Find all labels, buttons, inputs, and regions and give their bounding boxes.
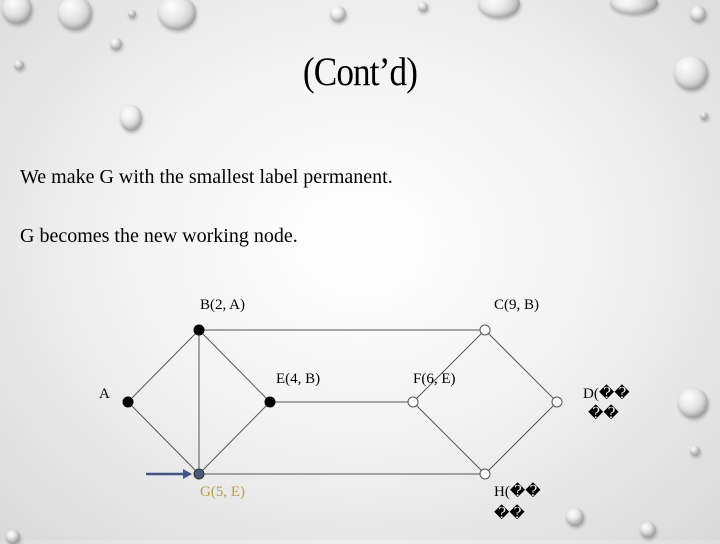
edge-a-g bbox=[128, 402, 199, 474]
node-h bbox=[480, 469, 490, 479]
node-d bbox=[552, 397, 562, 407]
edge-f-c bbox=[413, 330, 485, 402]
edge-e-g bbox=[199, 402, 270, 474]
node-label-g: G(5, E) bbox=[200, 484, 245, 500]
node-label-a: A bbox=[99, 386, 110, 402]
node-e bbox=[265, 397, 275, 407]
node-label-f: F(6, E) bbox=[413, 371, 456, 387]
node-c bbox=[480, 325, 490, 335]
node-label-d: D(�� bbox=[583, 384, 630, 402]
node-label-e: E(4, B) bbox=[276, 371, 320, 387]
graph-edges bbox=[128, 330, 557, 474]
edge-h-d bbox=[485, 402, 557, 474]
node-g bbox=[194, 469, 204, 479]
node-label-h: H(�� bbox=[494, 482, 541, 500]
working-node-arrow bbox=[146, 469, 192, 479]
edge-a-b bbox=[128, 330, 199, 402]
node-label-b: B(2, A) bbox=[200, 297, 245, 313]
node-b bbox=[194, 325, 204, 335]
edge-b-e bbox=[199, 330, 270, 402]
edge-f-h bbox=[413, 402, 485, 474]
node-label-c: C(9, B) bbox=[494, 297, 539, 313]
node-a bbox=[123, 397, 133, 407]
node-f bbox=[408, 397, 418, 407]
node-label-d-cont: �� bbox=[588, 404, 619, 422]
node-label-h-cont: �� bbox=[494, 504, 525, 522]
edge-c-d bbox=[485, 330, 557, 402]
